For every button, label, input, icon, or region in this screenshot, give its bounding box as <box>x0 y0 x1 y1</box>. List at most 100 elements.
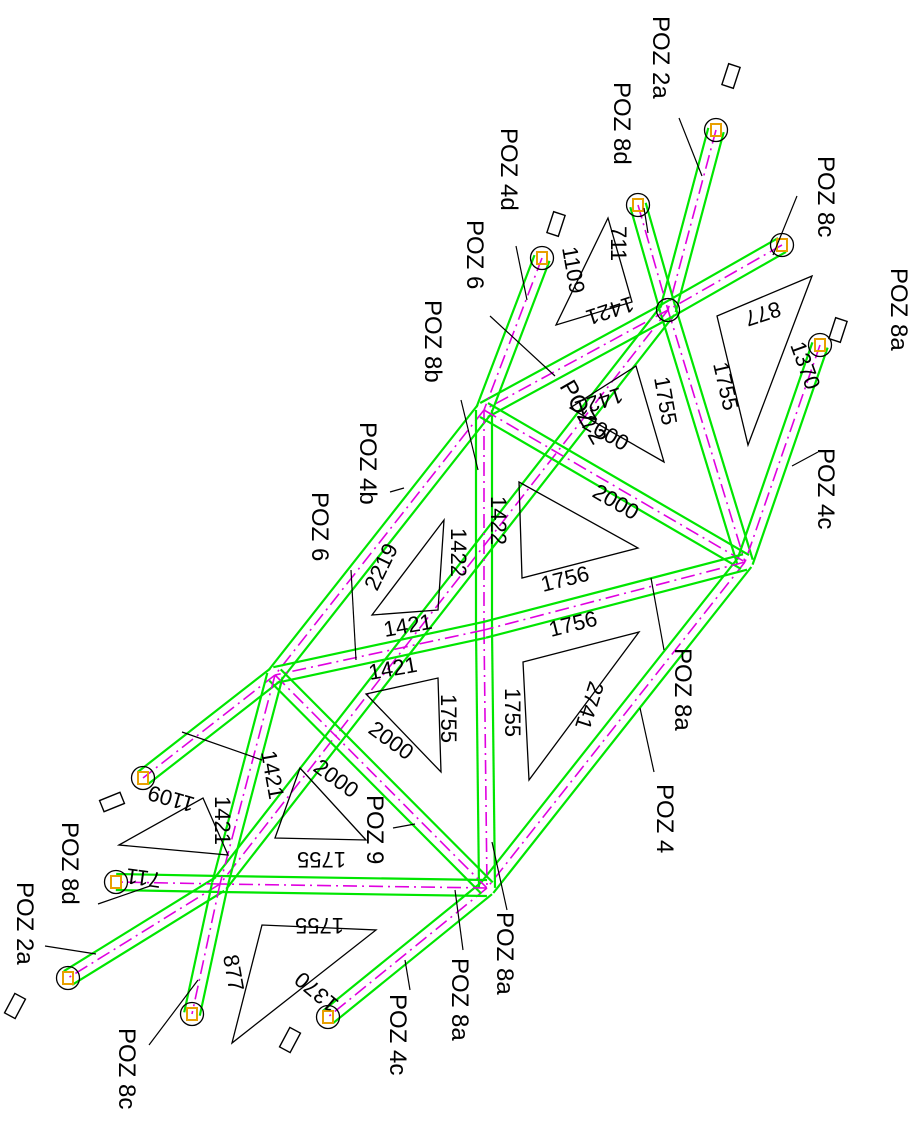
marker-box <box>98 791 126 813</box>
truss-member <box>479 302 673 418</box>
support-node <box>179 1001 205 1027</box>
truss-member <box>479 556 753 894</box>
truss-member <box>63 876 225 986</box>
dim-2000-d: 2000 <box>309 754 363 803</box>
support-node <box>807 332 833 358</box>
label-poz-9: POZ 9 <box>361 795 388 864</box>
label-poz-4c-right: POZ 4c <box>812 448 839 529</box>
dim-triangle-bottom <box>230 924 378 1045</box>
truss-member <box>474 410 494 630</box>
leader-line <box>639 707 655 773</box>
dim-2000-b: 2000 <box>589 479 644 525</box>
dim-711-bottom: 711 <box>124 863 162 893</box>
dim-1755-d: 1755 <box>500 688 525 737</box>
dim-877-bottom: 877 <box>218 953 249 994</box>
dim-triangle-lower-right <box>522 630 641 782</box>
leader-line <box>148 979 199 1046</box>
support-node <box>130 765 156 791</box>
label-poz-4b: POZ 4b <box>354 422 381 505</box>
dimension-triangles <box>116 216 814 1045</box>
dim-1421-e: 1421 <box>256 749 289 802</box>
label-poz-8b: POZ 8b <box>419 300 446 383</box>
leader-line <box>392 823 416 829</box>
dim-1422-a: 1422 <box>486 496 511 545</box>
marker-boxes <box>3 62 848 1054</box>
truss-member <box>663 237 787 318</box>
truss-member <box>211 672 284 887</box>
support-node <box>655 297 681 323</box>
leader-line <box>181 731 263 761</box>
support-node <box>625 192 651 218</box>
leader-line <box>389 487 405 493</box>
dim-877-top: 877 <box>742 296 785 331</box>
leader-line <box>643 207 649 234</box>
truss-member <box>481 553 748 639</box>
dim-1755-right: 1755 <box>708 360 743 413</box>
support-node <box>703 117 729 143</box>
marker-box <box>546 210 566 238</box>
dim-1109-bottom: 1109 <box>145 780 197 817</box>
label-poz-8a-mid: POZ 8a <box>669 648 696 731</box>
leader-line <box>489 315 556 377</box>
support-node <box>315 1004 341 1030</box>
label-poz-8a-bottom-1: POZ 8a <box>491 912 518 995</box>
leader-line <box>791 451 819 467</box>
leader-line <box>678 117 703 177</box>
dim-triangle-center-right <box>518 480 640 579</box>
truss-member <box>659 307 754 565</box>
truss-member <box>268 668 494 895</box>
truss-member <box>212 304 676 890</box>
dim-2000-c: 2000 <box>364 716 418 765</box>
truss-member <box>183 882 229 1016</box>
leader-line <box>515 245 528 301</box>
truss-member <box>137 667 281 786</box>
truss-members <box>63 127 829 1025</box>
support-node <box>529 245 555 271</box>
truss-member <box>267 404 492 681</box>
label-poz-8a-bottom-2: POZ 8a <box>446 958 473 1041</box>
label-poz-8d-bottom: POZ 8d <box>56 822 83 905</box>
dim-1422-b: 1422 <box>446 528 471 577</box>
dim-1755-e: 1755 <box>436 694 461 743</box>
dim-triangle-lower-mid <box>364 677 442 774</box>
dim-1421-f: 1421 <box>210 796 235 845</box>
dim-triangle-center-left <box>370 517 445 616</box>
label-poz-4: POZ 4 <box>651 784 678 853</box>
label-poz-6-mid: POZ 6 <box>306 492 333 561</box>
marker-box <box>3 992 27 1020</box>
leader-line <box>650 577 665 651</box>
leader-line <box>772 195 798 256</box>
label-poz-8d-top: POZ 8d <box>608 82 635 165</box>
truss-member <box>322 880 493 1025</box>
truss-member <box>219 874 488 898</box>
leader-line <box>491 841 508 911</box>
marker-box <box>721 62 741 90</box>
leader-line <box>44 945 97 955</box>
dim-1755-c: 1755 <box>649 375 682 428</box>
dim-1109-top: 1109 <box>557 245 590 296</box>
truss-member <box>273 621 486 684</box>
position-labels: POZ 8a POZ 2a POZ 8d POZ 8c POZ 4d POZ 6… <box>11 16 912 1109</box>
dim-1756-b: 1756 <box>546 606 600 642</box>
label-poz-4c-bottom: POZ 4c <box>384 994 411 1075</box>
label-poz-4d: POZ 4d <box>495 128 522 211</box>
leader-lines <box>44 117 819 1046</box>
dim-triangle-bottom-mid <box>274 766 368 841</box>
label-poz-6-top: POZ 6 <box>461 220 488 289</box>
label-poz-8c-bottom: POZ 8c <box>113 1028 140 1109</box>
label-poz-8a-top: POZ 8a <box>885 268 912 351</box>
dim-2741: 2741 <box>570 678 609 732</box>
leader-line <box>350 569 357 661</box>
truss-member <box>629 202 677 313</box>
truss-member <box>115 872 221 894</box>
dim-1421-top: 1421 <box>583 291 637 330</box>
leader-line <box>460 399 479 471</box>
marker-box <box>278 1026 302 1054</box>
dim-triangle-top-left <box>554 216 633 327</box>
label-poz-8c-top: POZ 8c <box>812 156 839 237</box>
label-poz-2a-top: POZ 2a <box>647 16 674 99</box>
truss-member <box>474 629 497 889</box>
leader-line <box>454 889 464 951</box>
truss-member <box>479 402 750 570</box>
support-node <box>55 965 81 991</box>
